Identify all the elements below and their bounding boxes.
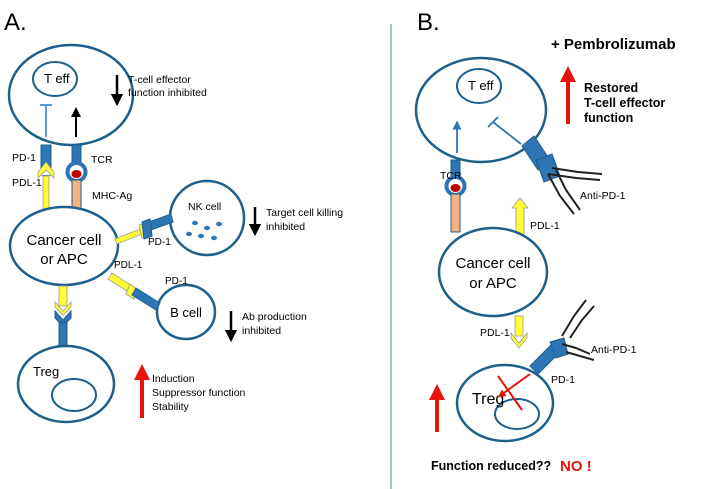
b-cancer-label-1: Cancer cell <box>455 255 530 272</box>
a-tcr-label: TCR <box>91 154 113 166</box>
a-bcell-pd1-pair <box>107 272 161 311</box>
a-pd1-label: PD-1 <box>12 152 36 164</box>
a-nk-label: NK cell <box>188 201 221 213</box>
a-bcell-pd1-label: PD-1 <box>165 276 188 287</box>
b-anti-pd1-antibody-bottom <box>529 299 595 375</box>
b-anti-pd1-label-top: Anti-PD-1 <box>580 190 626 202</box>
a-pd1-pdl1-pair <box>37 144 55 213</box>
b-treg-label: Treg <box>472 391 504 408</box>
a-cancer-label-2: or APC <box>40 251 88 268</box>
panel-a-label: A. <box>4 9 27 36</box>
b-cancer-label-2: or APC <box>469 275 517 292</box>
a-nk-pd1-label: PD-1 <box>148 237 171 248</box>
a-nk-effect-1: Target cell killing <box>266 207 343 219</box>
b-cancer-cell: Cancer cell or APC <box>437 226 549 318</box>
b-footer-question: Function reduced?? <box>431 459 551 473</box>
b-treg-cell: Treg <box>455 363 555 443</box>
a-treg-label: Treg <box>33 364 59 379</box>
a-treg-effect-3: Stability <box>152 401 190 413</box>
b-restored-2: T-cell effector <box>584 96 665 110</box>
a-nk-pd1-pair <box>114 213 174 245</box>
a-b-cell: B cell <box>155 283 217 341</box>
a-bcell-label: B cell <box>170 305 202 320</box>
a-b-effect-1: Ab production <box>242 311 307 323</box>
b-pdl1-bottom-ligand <box>510 315 528 349</box>
b-teff-label: T eff <box>468 78 494 93</box>
a-teff-label: T eff <box>44 71 70 86</box>
b-restored-1: Restored <box>584 81 638 95</box>
a-pdl1-label: PDL-1 <box>12 177 42 189</box>
a-mhc-ag-label: MHC-Ag <box>92 190 132 202</box>
a-nk-effect-2: inhibited <box>266 221 305 233</box>
a-teff-cell: T eff <box>7 43 135 147</box>
b-anti-pd1-antibody-top <box>521 135 603 215</box>
b-restored-3: function <box>584 111 633 125</box>
b-pd1-label: PD-1 <box>551 374 575 386</box>
b-teff-cell: T eff <box>414 56 548 164</box>
a-treg-effect-1: Induction <box>152 373 195 385</box>
b-anti-pd1-label-bottom: Anti-PD-1 <box>591 344 637 356</box>
b-pdl1-top-ligand <box>511 197 529 241</box>
b-tcr-pair <box>444 159 467 233</box>
a-treg-cell: Treg <box>16 344 116 424</box>
b-tcr-label: TCR <box>440 170 462 182</box>
panel-b-label: B. <box>417 9 440 36</box>
b-pdl1-label-top: PDL-1 <box>530 220 560 232</box>
a-treg-pd1-pair <box>54 285 72 347</box>
a-teff-effect-1: T-cell effector <box>128 74 191 86</box>
a-cancer-label-1: Cancer cell <box>26 232 101 249</box>
a-bcell-pdl1-label: PDL-1 <box>114 260 143 271</box>
a-treg-effect-2: Suppressor function <box>152 387 246 399</box>
a-tcr-mhc-pair <box>65 144 88 213</box>
a-nk-cell: NK cell <box>168 179 246 257</box>
a-cancer-cell: Cancer cell or APC <box>8 205 120 287</box>
a-teff-effect-2: function inhibited <box>128 87 207 99</box>
a-b-effect-2: inhibited <box>242 325 281 337</box>
b-pdl1-label-bottom: PDL-1 <box>480 327 510 339</box>
pembrolizumab-title: + Pembrolizumab <box>551 36 676 53</box>
b-footer-answer: NO ! <box>560 458 592 475</box>
